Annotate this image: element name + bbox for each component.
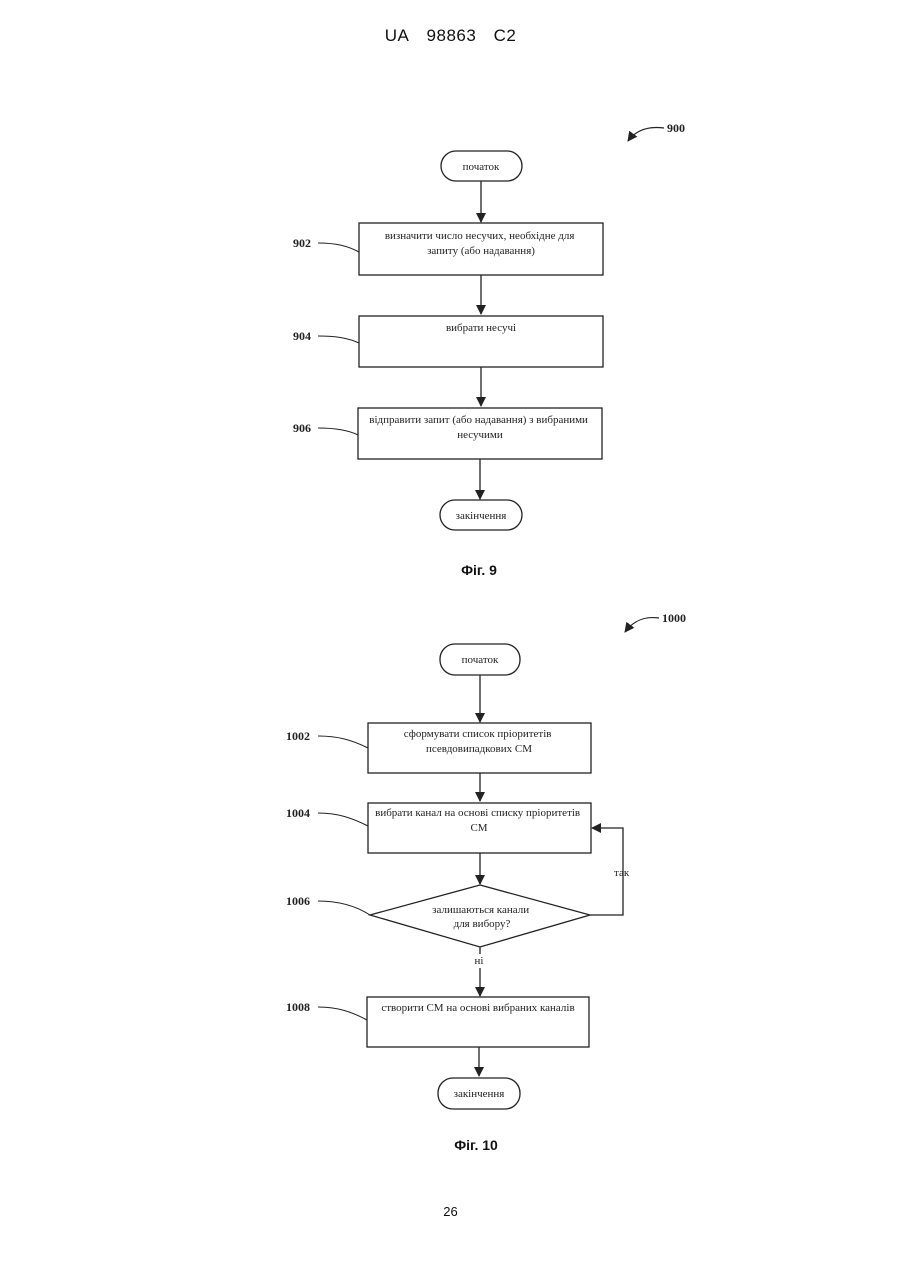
fig10-step-1008-text: створити СМ на основі вибраних каналів (381, 1002, 574, 1014)
fig10-end-label: закінчення (454, 1088, 505, 1100)
fig9-caption: Фіг. 9 (419, 562, 539, 578)
fig10-step-1004-ref: 1004 (286, 806, 310, 820)
fig10-ref-arrow (625, 618, 659, 632)
fig9-step-906-ref: 906 (293, 421, 311, 435)
fig10-step-1002-leader (318, 736, 368, 748)
fig10-decision-leader (318, 901, 370, 915)
fig10-yes-label: так (614, 867, 630, 879)
fig10-no-label: ні (475, 955, 484, 967)
fig9-end-label: закінчення (456, 510, 507, 522)
fig10-decision-diamond (370, 885, 590, 947)
fig10-decision-ref: 1006 (286, 894, 310, 908)
fig10-ref: 1000 (662, 611, 686, 625)
fig9-step-904-leader (318, 336, 359, 343)
figure-9: 900 початок визначити число несучих, нео… (293, 121, 685, 530)
fig10-step-1002-ref: 1002 (286, 729, 310, 743)
fig9-start-label: початок (463, 161, 500, 173)
fig9-ref-arrow (628, 128, 664, 141)
fig9-step-906-leader (318, 428, 358, 435)
fig10-step-1004-leader (318, 813, 368, 826)
fig9-step-902-ref: 902 (293, 236, 311, 250)
fig10-step-1008-ref: 1008 (286, 1000, 310, 1014)
page-number: 26 (0, 1204, 901, 1219)
fig9-ref: 900 (667, 121, 685, 135)
fig9-step-902-leader (318, 243, 359, 252)
fig9-step-904-text: вибрати несучі (446, 322, 516, 334)
fig9-step-904-ref: 904 (293, 329, 311, 343)
fig10-start-label: початок (462, 654, 499, 666)
fig10-caption: Фіг. 10 (416, 1137, 536, 1153)
fig10-step-1008-leader (318, 1007, 367, 1020)
figure-10: 1000 початок сформувати список пріоритет… (286, 611, 686, 1109)
